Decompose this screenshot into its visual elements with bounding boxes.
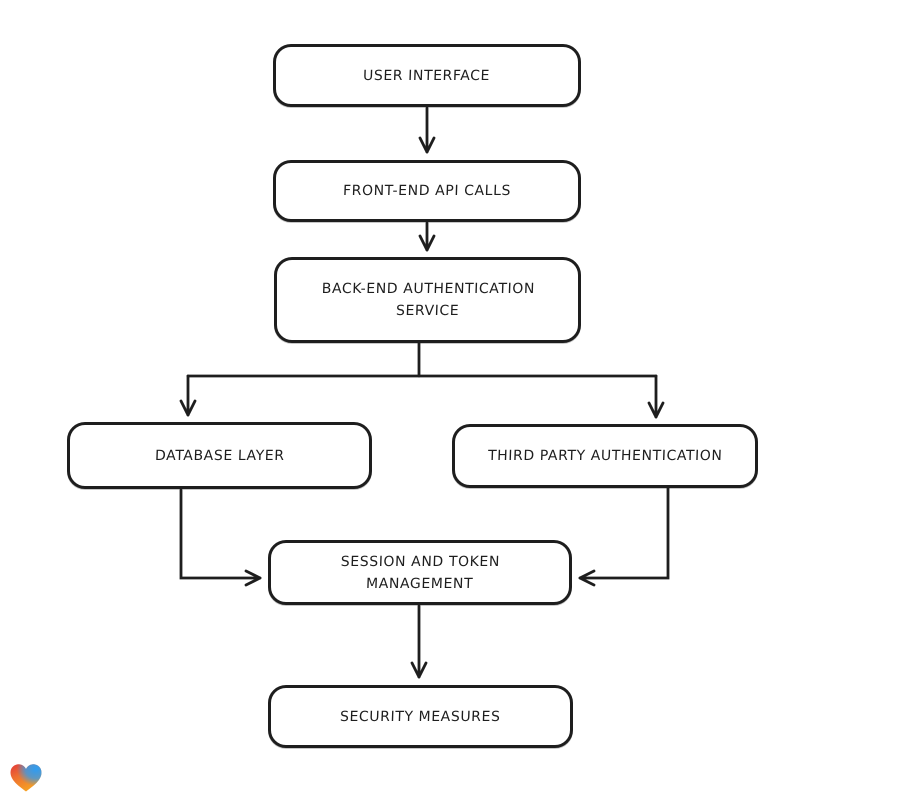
heart-gradient-logo-icon xyxy=(8,762,44,794)
node-session-and-token-management-label: SESSION AND TOKEN MANAGEMENT xyxy=(340,553,501,592)
node-back-end-authentication-service: BACK-END AUTHENTICATION SERVICE xyxy=(274,257,581,343)
node-database-layer-label: DATABASE LAYER xyxy=(154,447,285,464)
node-front-end-api-calls: FRONT-END API CALLS xyxy=(273,160,581,222)
node-security-measures-label: SECURITY MEASURES xyxy=(339,708,502,725)
node-third-party-authentication-label: THIRD PARTY AUTHENTICATION xyxy=(487,448,723,464)
node-security-measures: SECURITY MEASURES xyxy=(268,685,573,748)
node-user-interface-label: USER INTERFACE xyxy=(363,67,491,84)
node-user-interface: USER INTERFACE xyxy=(273,44,581,107)
edge-thirdparty-to-session xyxy=(578,486,670,587)
node-database-layer: DATABASE LAYER xyxy=(67,422,372,489)
node-session-and-token-management: SESSION AND TOKEN MANAGEMENT xyxy=(268,540,572,605)
node-third-party-authentication: THIRD PARTY AUTHENTICATION xyxy=(452,424,758,488)
node-back-end-authentication-service-label: BACK-END AUTHENTICATION SERVICE xyxy=(321,281,535,319)
edge-database-to-session xyxy=(179,488,262,587)
node-front-end-api-calls-label: FRONT-END API CALLS xyxy=(342,183,512,199)
